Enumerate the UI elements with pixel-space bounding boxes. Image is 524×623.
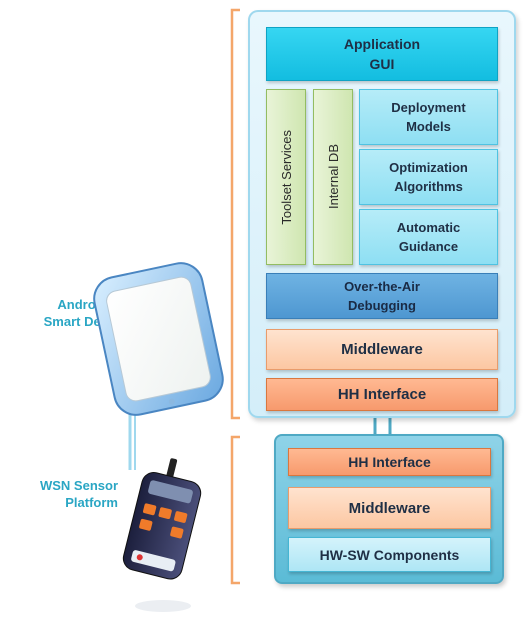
smart-device-image	[93, 262, 224, 416]
internal-db-label: Internal DB	[325, 144, 341, 210]
sensor-platform-bracket	[230, 435, 240, 585]
ota-debugging-line2: Debugging	[348, 298, 416, 313]
top-middleware-label: Middleware	[341, 341, 423, 358]
optimization-algorithms-line2: Algorithms	[394, 179, 463, 194]
deployment-models-line1: Deployment	[391, 100, 466, 115]
hw-sw-components-box: HW-SW Components	[288, 537, 491, 572]
hw-sw-components-label: HW-SW Components	[319, 546, 460, 563]
toolset-services-box: Toolset Services	[266, 89, 306, 265]
application-gui-box: Application GUI	[266, 27, 498, 81]
bottom-hh-interface-label: HH Interface	[348, 454, 431, 470]
application-subtitle: GUI	[369, 56, 395, 72]
internal-db-box: Internal DB	[313, 89, 353, 265]
optimization-algorithms-line1: Optimization	[389, 160, 468, 175]
bottom-middleware-box: Middleware	[288, 487, 491, 529]
wsn-label-line1: WSN Sensor	[39, 478, 118, 493]
deployment-models-line2: Models	[406, 119, 451, 134]
automatic-guidance-line2: Guidance	[398, 239, 459, 254]
wsn-sensor-image	[122, 458, 202, 612]
top-middleware-box: Middleware	[266, 329, 498, 370]
ota-debugging-box: Over-the-Air Debugging	[266, 273, 498, 319]
top-hh-interface-label: HH Interface	[337, 386, 427, 403]
wsn-platform-label: WSN Sensor Platform	[8, 477, 118, 511]
toolset-services-label: Toolset Services	[278, 129, 294, 225]
smart-device-bracket	[230, 8, 240, 420]
automatic-guidance-line1: Automatic	[396, 220, 461, 235]
optimization-algorithms-box: Optimization Algorithms	[359, 149, 498, 205]
deployment-models-box: Deployment Models	[359, 89, 498, 145]
automatic-guidance-box: Automatic Guidance	[359, 209, 498, 265]
application-title: Application	[343, 36, 421, 52]
wsn-label-line2: Platform	[65, 495, 118, 510]
bottom-hh-interface-box: HH Interface	[288, 448, 491, 476]
bottom-middleware-label: Middleware	[348, 499, 431, 517]
ota-debugging-line1: Over-the-Air	[344, 279, 420, 294]
top-hh-interface-box: HH Interface	[266, 378, 498, 411]
